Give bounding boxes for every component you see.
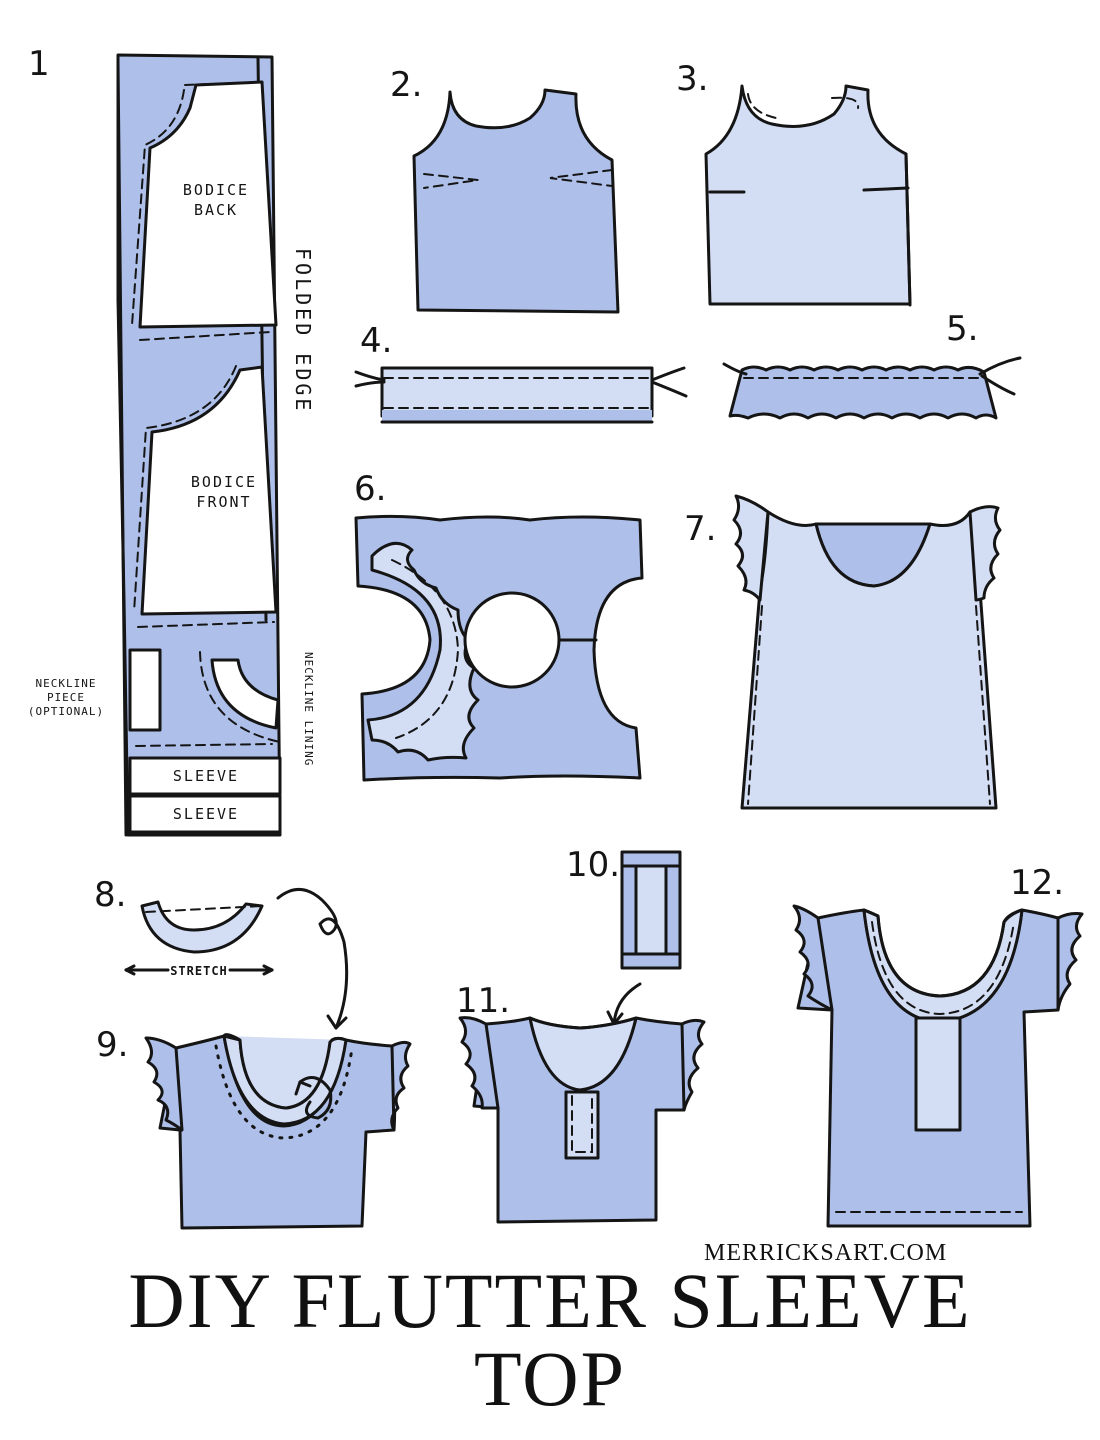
step-number: 4. bbox=[360, 321, 392, 361]
sleeve-label: SLEEVE bbox=[173, 805, 239, 823]
sleeve-piece-1 bbox=[128, 756, 282, 796]
neckline-piece-label: PIECE bbox=[47, 691, 85, 704]
neckline-piece-label: NECKLINE bbox=[36, 677, 97, 690]
page-title: DIY FLUTTER SLEEVE TOP bbox=[0, 1262, 1100, 1418]
step-2-sew-darts: 2. bbox=[390, 65, 620, 314]
folded-edge-label: FOLDED EDGE bbox=[291, 248, 315, 413]
step-number: 9. bbox=[96, 1025, 128, 1065]
step-4-hem-sleeve: 4. bbox=[354, 321, 688, 424]
step-number: 3. bbox=[676, 59, 708, 99]
step-number: 10. bbox=[566, 845, 620, 885]
neckline-lining-label: NECKLINE LINING bbox=[302, 652, 315, 766]
neckline-piece bbox=[128, 648, 162, 732]
step-12-finished-top: 12. bbox=[792, 863, 1084, 1228]
step-9-attach-neckline: 9. bbox=[96, 1025, 412, 1230]
page-title-line-1: DIY FLUTTER SLEEVE bbox=[128, 1257, 972, 1344]
bodice-back-piece bbox=[138, 80, 278, 329]
page-title-line-2: TOP bbox=[474, 1335, 626, 1422]
step-10-placket: 10. bbox=[566, 845, 682, 1026]
step-11-place-placket: 11. bbox=[456, 981, 706, 1224]
step-number: 6. bbox=[354, 469, 386, 509]
neckline-lining bbox=[210, 658, 280, 730]
step-number: 7. bbox=[684, 509, 716, 549]
website-credit: MERRICKSART.COM bbox=[704, 1240, 948, 1266]
step-3-join-bodice: 3. bbox=[676, 59, 912, 307]
step-number: 8. bbox=[94, 875, 126, 915]
bodice-front-label: BODICE bbox=[191, 473, 257, 491]
bodice-front-piece bbox=[140, 365, 278, 616]
bodice-back-label: BODICE bbox=[183, 181, 249, 199]
step-5-gather-sleeve: 5. bbox=[722, 309, 1022, 420]
step-number: 11. bbox=[456, 981, 510, 1021]
bodice-back-label: BACK bbox=[194, 201, 238, 219]
step-number: 5. bbox=[946, 309, 978, 349]
stretch-label: STRETCH bbox=[170, 964, 228, 978]
step-8-neckline-piece: STRETCH 8. bbox=[94, 875, 349, 1030]
neckline-piece-label: (OPTIONAL) bbox=[28, 705, 104, 718]
step-1-cutting-layout: 1 BODICE BACK BODICE FRONT FOLDED EDGE N… bbox=[28, 44, 315, 837]
step-number: 1 bbox=[28, 44, 50, 84]
sleeve-piece-2 bbox=[128, 794, 282, 834]
sleeve-label: SLEEVE bbox=[173, 767, 239, 785]
bodice-front-label: FRONT bbox=[196, 493, 251, 511]
step-number: 12. bbox=[1010, 863, 1064, 903]
step-6-attach-sleeve: 6. bbox=[354, 469, 644, 782]
step-7-sew-side-seams: 7. bbox=[684, 494, 1002, 810]
step-number: 2. bbox=[390, 65, 422, 105]
